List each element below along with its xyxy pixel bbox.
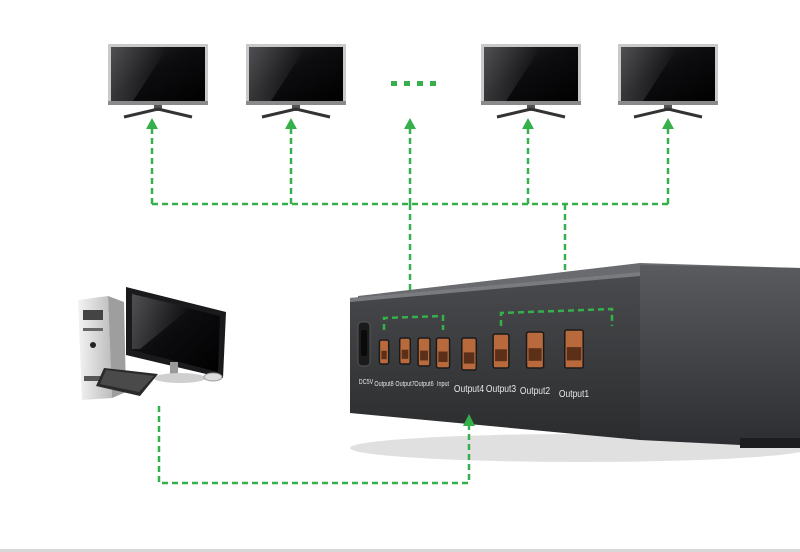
hdmi-port-slot [463, 352, 475, 364]
hdmi-port-slot [528, 348, 542, 361]
arrow-up-icon [146, 118, 674, 129]
port-label: Output7 [395, 380, 414, 388]
port-label: Output3 [486, 383, 516, 394]
hdmi-port-slot [420, 350, 428, 361]
monitor-icon [108, 44, 208, 119]
arrow-up-icon [463, 414, 475, 426]
port-label: Output8 [374, 380, 393, 388]
monitor-icon [618, 44, 718, 119]
bottom-divider [0, 549, 800, 552]
output-connectors [150, 128, 670, 312]
monitor-row [108, 44, 718, 119]
desktop-computer-icon [78, 287, 226, 400]
input-connector [157, 406, 471, 485]
hdmi-port-slot [566, 347, 582, 361]
port-label: Output4 [454, 383, 484, 394]
port-group-connectors [382, 307, 614, 330]
hdmi-port-slot [401, 349, 409, 359]
hdmi-port-slot [495, 349, 507, 362]
port-label: Input [437, 380, 449, 388]
port-label: Output1 [559, 388, 589, 399]
monitor-icon [246, 44, 346, 119]
monitor-icon [481, 44, 581, 119]
port-label: Output6 [414, 380, 433, 388]
port-label: Output2 [520, 385, 550, 396]
hdmi-port-slot [438, 351, 448, 362]
hdmi-port-slot [381, 350, 387, 360]
more-monitors-ellipsis [391, 81, 436, 86]
port-label: DC5V [359, 378, 374, 386]
